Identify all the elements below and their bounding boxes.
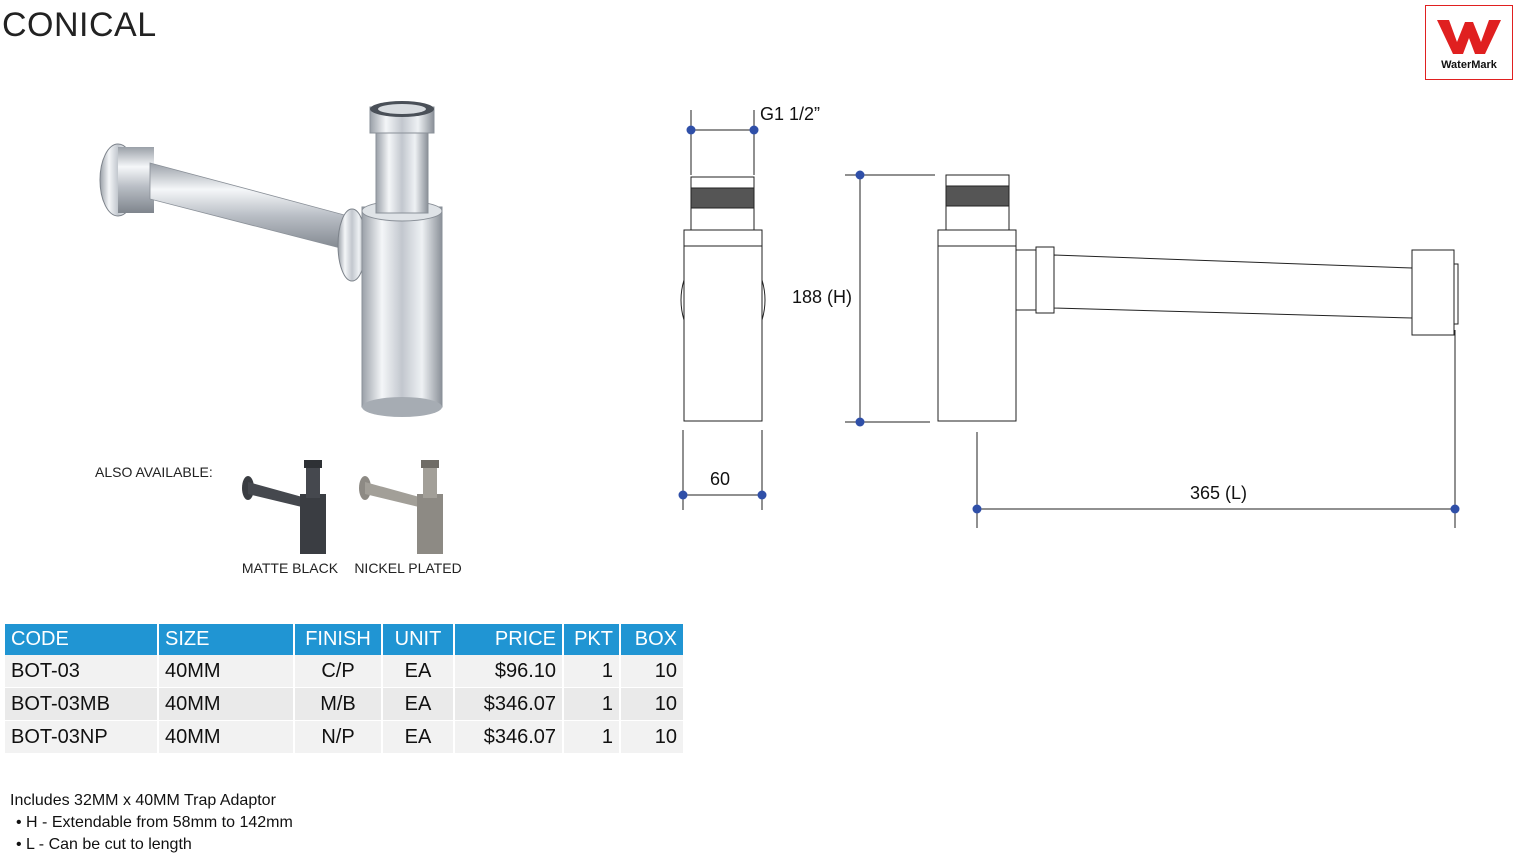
nickel-plated-thumbnail xyxy=(359,460,443,554)
cell-size: 40MM xyxy=(159,721,293,754)
cell-size: 40MM xyxy=(159,688,293,721)
technical-drawing xyxy=(678,110,1460,528)
also-available-label: ALSO AVAILABLE: xyxy=(95,464,213,480)
thread-dimension-label: G1 1/2” xyxy=(760,104,821,124)
column-header-code: CODE xyxy=(5,624,157,655)
cell-unit: EA xyxy=(383,721,453,754)
cell-finish: M/B xyxy=(295,688,381,721)
cell-unit: EA xyxy=(383,688,453,721)
column-header-price: PRICE xyxy=(455,624,562,655)
cell-pkt: 1 xyxy=(564,655,619,688)
note-height: • H - Extendable from 58mm to 142mm xyxy=(16,814,293,831)
cell-unit: EA xyxy=(383,655,453,688)
cell-price: $346.07 xyxy=(455,688,562,721)
cell-finish: C/P xyxy=(295,655,381,688)
watermark-label: WaterMark xyxy=(1441,59,1497,71)
table-row: BOT-03NP 40MM N/P EA $346.07 1 10 xyxy=(5,721,683,754)
note-length: • L - Can be cut to length xyxy=(16,836,192,853)
cell-pkt: 1 xyxy=(564,688,619,721)
cell-box: 10 xyxy=(621,721,683,754)
page-title: CONICAL xyxy=(2,6,157,44)
length-dimension-label: 365 (L) xyxy=(1190,483,1248,503)
width-dimension-label: 60 xyxy=(710,469,731,489)
product-photo xyxy=(99,101,443,417)
cell-price: $96.10 xyxy=(455,655,562,688)
height-dimension-label: 188 (H) xyxy=(792,287,853,307)
cell-box: 10 xyxy=(621,655,683,688)
cell-finish: N/P xyxy=(295,721,381,754)
product-notes: Includes 32MM x 40MM Trap Adaptor • H - … xyxy=(10,790,293,856)
cell-code: BOT-03NP xyxy=(5,721,157,754)
cell-code: BOT-03 xyxy=(5,655,157,688)
cell-size: 40MM xyxy=(159,655,293,688)
table-row: BOT-03MB 40MM M/B EA $346.07 1 10 xyxy=(5,688,683,721)
cell-pkt: 1 xyxy=(564,721,619,754)
table-row: BOT-03 40MM C/P EA $96.10 1 10 xyxy=(5,655,683,688)
column-header-pkt: PKT xyxy=(564,624,619,655)
cell-box: 10 xyxy=(621,688,683,721)
variant-label-nickel-plated: NICKEL PLATED xyxy=(354,560,462,576)
watermark-logo: WaterMark xyxy=(1425,5,1513,80)
product-spec-table: CODE SIZE FINISH UNIT PRICE PKT BOX BOT-… xyxy=(3,624,685,754)
watermark-w-icon xyxy=(1437,20,1501,54)
table-header-row: CODE SIZE FINISH UNIT PRICE PKT BOX xyxy=(5,624,683,655)
column-header-finish: FINISH xyxy=(295,624,381,655)
variant-label-matte-black: MATTE BLACK xyxy=(241,560,339,576)
column-header-box: BOX xyxy=(621,624,683,655)
note-adaptor: Includes 32MM x 40MM Trap Adaptor xyxy=(10,792,276,809)
cell-price: $346.07 xyxy=(455,721,562,754)
cell-code: BOT-03MB xyxy=(5,688,157,721)
column-header-unit: UNIT xyxy=(383,624,453,655)
matte-black-thumbnail xyxy=(242,460,326,554)
column-header-size: SIZE xyxy=(159,624,293,655)
